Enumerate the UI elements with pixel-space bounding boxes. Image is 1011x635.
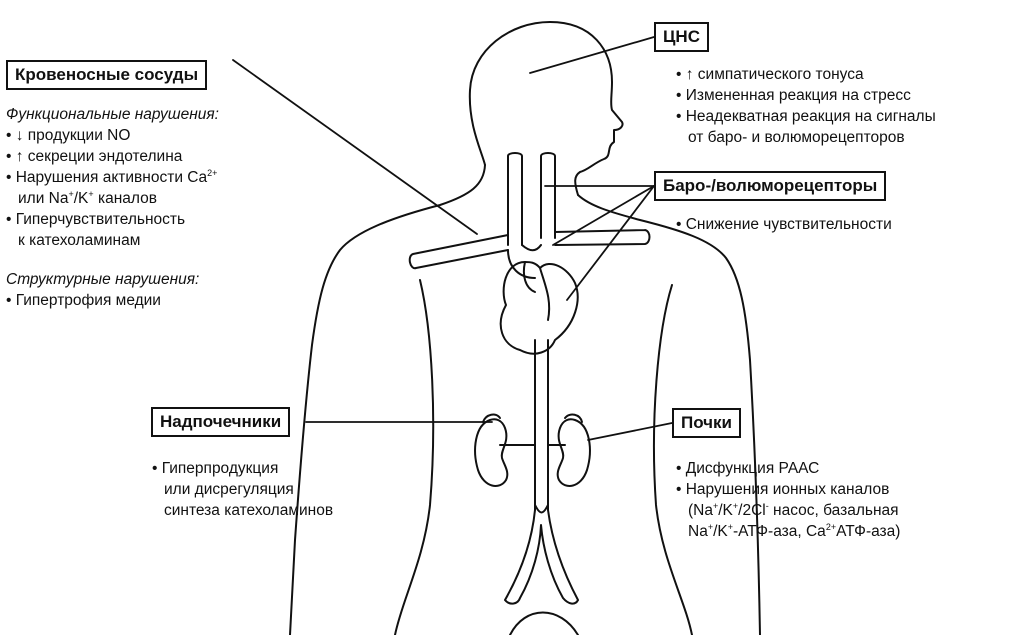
leader-baro-3 [567, 186, 654, 300]
heart-detail [524, 262, 549, 320]
vessels [410, 153, 650, 604]
left-adrenal [483, 415, 500, 422]
adrenal-note-1: • Гиперпродукция [152, 458, 333, 479]
head-outline [470, 22, 623, 195]
cns-note-3: • Неадекватная реакция на сигналы [676, 106, 936, 127]
cns-note-4: от баро- и волюморецепторов [676, 127, 936, 148]
right-kidney [558, 419, 590, 486]
kidneys-notes: • Дисфункция РААС • Нарушения ионных кан… [676, 458, 900, 542]
right-adrenal [565, 415, 582, 422]
baro-notes: • Снижение чувствительности [676, 214, 892, 235]
vessels-channels-2: или Na+/K+ каналов [6, 188, 219, 209]
left-carotid [508, 153, 522, 245]
cns-note-2: • Измененная реакция на стресс [676, 85, 936, 106]
adrenal-label: Надпочечники [151, 407, 290, 437]
vessels-media: • Гипертрофия медии [6, 290, 219, 311]
vessels-label: Кровеносные сосуды [6, 60, 207, 90]
baro-note-1: • Снижение чувствительности [676, 214, 892, 235]
right-carotid [541, 153, 555, 238]
left-kidney [475, 419, 507, 486]
adrenal-note-3: синтеза катехоламинов [152, 500, 333, 521]
kidneys [475, 415, 590, 486]
leader-cns [530, 37, 654, 73]
leader-vessels [233, 60, 477, 234]
kidneys-note-3: (Na+/K+/2Cl- насос, базальная [676, 500, 900, 521]
leader-kidneys [588, 423, 672, 440]
descending-aorta [535, 340, 548, 510]
kidneys-note-1: • Дисфункция РААС [676, 458, 900, 479]
kidneys-note-2: • Нарушения ионных каналов [676, 479, 900, 500]
cns-note-1: • ↑ симпатического тонуса [676, 64, 936, 85]
vessels-endothelin: • ↑ секреции эндотелина [6, 146, 219, 167]
kidneys-note-4: Na+/K+-АТФ-аза, Ca2+АТФ-аза) [676, 521, 900, 542]
vessels-hyper-1: • Гиперчувствительность [6, 209, 219, 230]
iliac-arteries [505, 505, 578, 604]
heart-outline [501, 262, 578, 354]
left-armpit [395, 280, 433, 635]
crotch [510, 613, 578, 635]
vessels-no: • ↓ продукции NO [6, 125, 219, 146]
left-subclavian [410, 235, 508, 268]
structural-heading: Структурные нарушения: [6, 269, 219, 290]
vessels-hyper-2: к катехоламинам [6, 230, 219, 251]
leader-baro-2 [553, 186, 654, 245]
right-subclavian [555, 230, 650, 245]
left-shoulder-arm [290, 165, 485, 635]
functional-heading: Функциональные нарушения: [6, 104, 219, 125]
adrenal-note-2: или дисрегуляция [152, 479, 333, 500]
baro-label: Баро-/волюморецепторы [654, 171, 886, 201]
kidneys-label: Почки [672, 408, 741, 438]
adrenal-notes: • Гиперпродукция или дисрегуляция синтез… [152, 458, 333, 521]
vessels-channels-1: • Нарушения активности Ca2+ [6, 167, 219, 188]
heart [501, 262, 578, 354]
cns-notes: • ↑ симпатического тонуса • Измененная р… [676, 64, 936, 148]
cns-label: ЦНС [654, 22, 709, 52]
leader-lines [233, 37, 672, 440]
vessels-notes: Функциональные нарушения: • ↓ продукции … [6, 104, 219, 311]
